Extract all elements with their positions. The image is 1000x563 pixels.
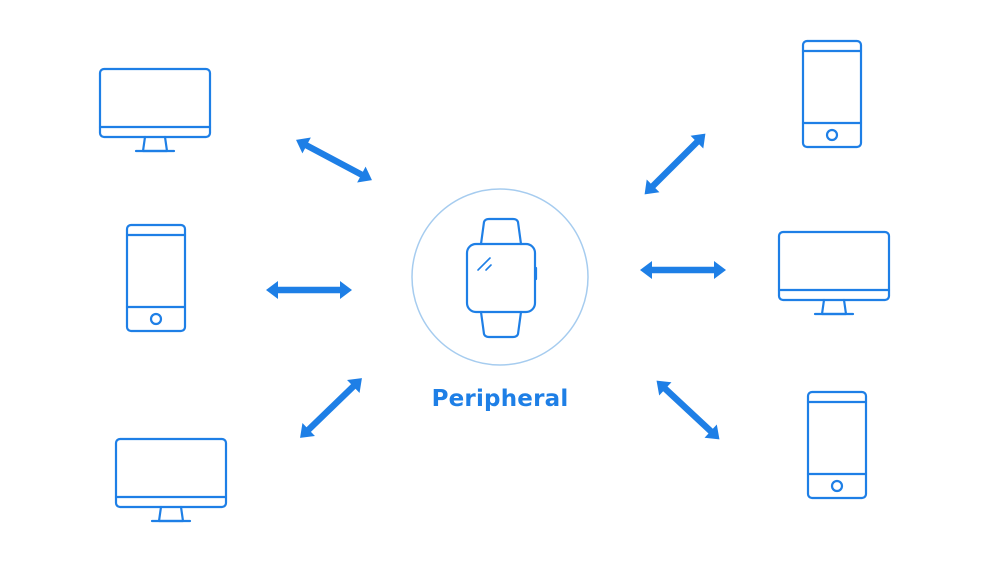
left-middle-smartphone-icon (125, 223, 187, 333)
arrow-right-middle-icon (640, 261, 726, 279)
right-middle-desktop-monitor-icon (777, 230, 891, 316)
right-bottom-smartphone-icon (806, 390, 868, 500)
peripheral-label: Peripheral (432, 386, 569, 412)
smartwatch-icon (465, 217, 538, 339)
arrow-right-bottom-icon (650, 374, 726, 446)
arrow-left-middle-icon (266, 281, 352, 299)
right-top-smartphone-icon (801, 39, 863, 149)
arrow-left-bottom-icon (293, 371, 369, 445)
arrow-right-top-icon (638, 127, 712, 201)
left-top-desktop-monitor-icon (98, 67, 212, 153)
left-bottom-desktop-monitor-icon (114, 437, 228, 523)
arrow-left-top-icon (291, 131, 377, 189)
peripheral-ring (411, 188, 589, 366)
